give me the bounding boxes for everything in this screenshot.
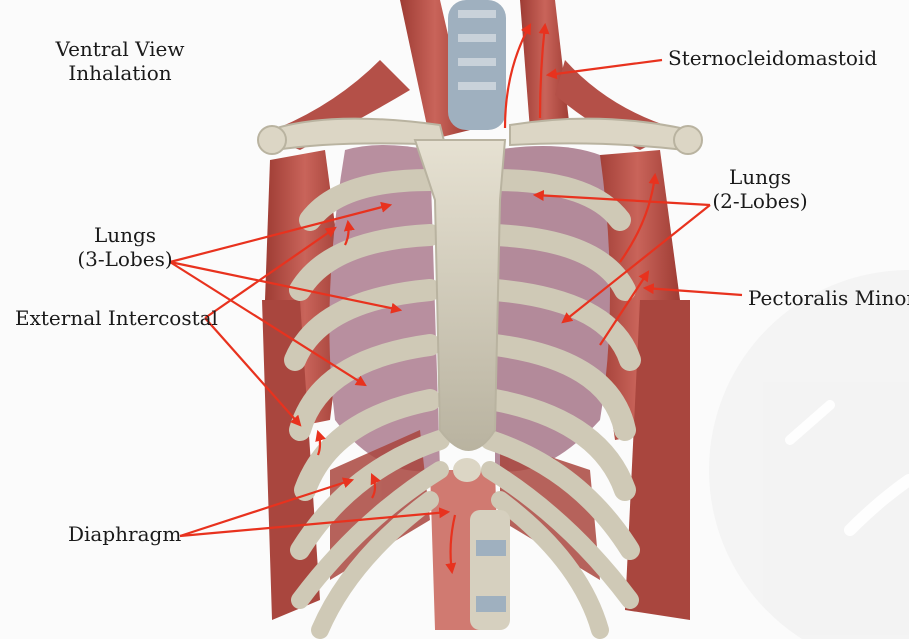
label-pectoralis-minor: Pectoralis Minor bbox=[748, 286, 909, 310]
cervical-spine bbox=[448, 0, 506, 130]
label-lungs-3-lobes-line2: (3-Lobes) bbox=[70, 247, 180, 271]
label-lungs-2-lobes: Lungs (2-Lobes) bbox=[705, 165, 815, 213]
background-watermark bbox=[709, 270, 909, 639]
view-title: Ventral View Inhalation bbox=[45, 37, 195, 85]
label-lungs-3-lobes-line1: Lungs bbox=[70, 223, 180, 247]
label-sternocleidomastoid: Sternocleidomastoid bbox=[668, 46, 877, 70]
arrow-external-intercostal-c bbox=[318, 432, 320, 455]
label-lungs-2-lobes-line1: Lungs bbox=[705, 165, 815, 189]
label-external-intercostal: External Intercostal bbox=[15, 306, 218, 330]
view-title-line2: Inhalation bbox=[45, 61, 195, 85]
label-diaphragm: Diaphragm bbox=[68, 522, 181, 546]
label-lungs-3-lobes: Lungs (3-Lobes) bbox=[70, 223, 180, 271]
view-title-line1: Ventral View bbox=[45, 37, 195, 61]
label-lungs-2-lobes-line2: (2-Lobes) bbox=[705, 189, 815, 213]
lumbar-spine bbox=[470, 510, 510, 630]
